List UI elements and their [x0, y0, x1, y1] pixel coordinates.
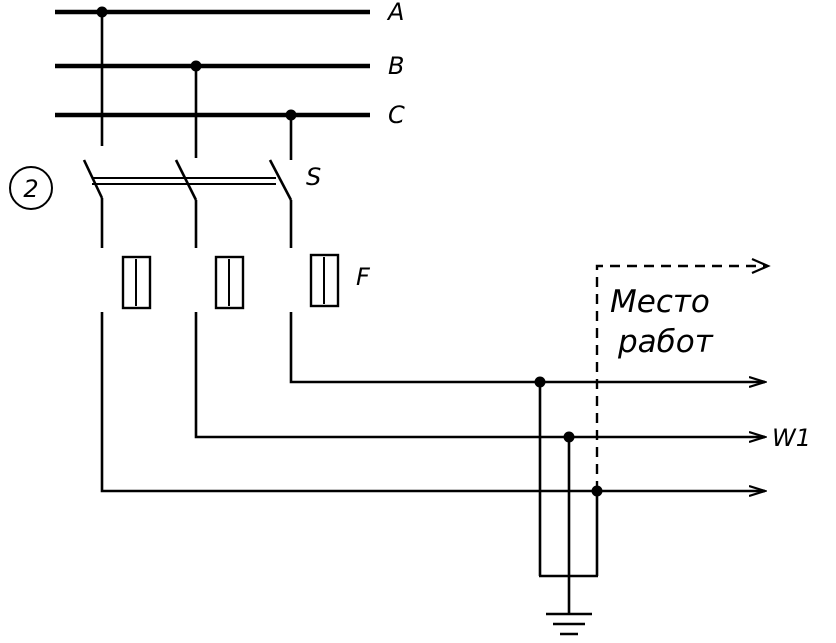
bus-c-label: C [388, 101, 405, 129]
earth-dot-b [563, 431, 575, 443]
work-area-boundary [595, 257, 771, 491]
blade-b [174, 159, 198, 201]
tap-dot-a [96, 6, 108, 18]
marker-number: 2 [23, 175, 38, 203]
marker-circle [9, 166, 53, 210]
switch-label: S [306, 163, 321, 191]
outgoing-conductors [100, 312, 765, 491]
arrow-right-icon [751, 257, 771, 275]
fuses-label: F [356, 263, 371, 291]
conductor-a [100, 312, 765, 491]
disconnector-switch [82, 159, 293, 248]
tap-dot-b [190, 60, 202, 72]
work-area-label-line1: Место [610, 284, 710, 320]
blade-c [268, 159, 293, 201]
conductor-c [289, 312, 765, 382]
conductor-b [194, 312, 765, 437]
line-label: W1 [772, 424, 811, 452]
work-area-label-line2: работ [617, 324, 714, 360]
work-area-dashed-line [595, 264, 765, 491]
bus-b-label: B [388, 52, 404, 80]
portable-earthing [534, 376, 603, 614]
bus-taps [96, 6, 297, 160]
bus-a-label: A [386, 0, 404, 26]
ground-symbol-icon [546, 612, 592, 636]
tap-dot-c [285, 109, 297, 121]
earth-dot-c [534, 376, 546, 388]
fuses [121, 253, 340, 310]
